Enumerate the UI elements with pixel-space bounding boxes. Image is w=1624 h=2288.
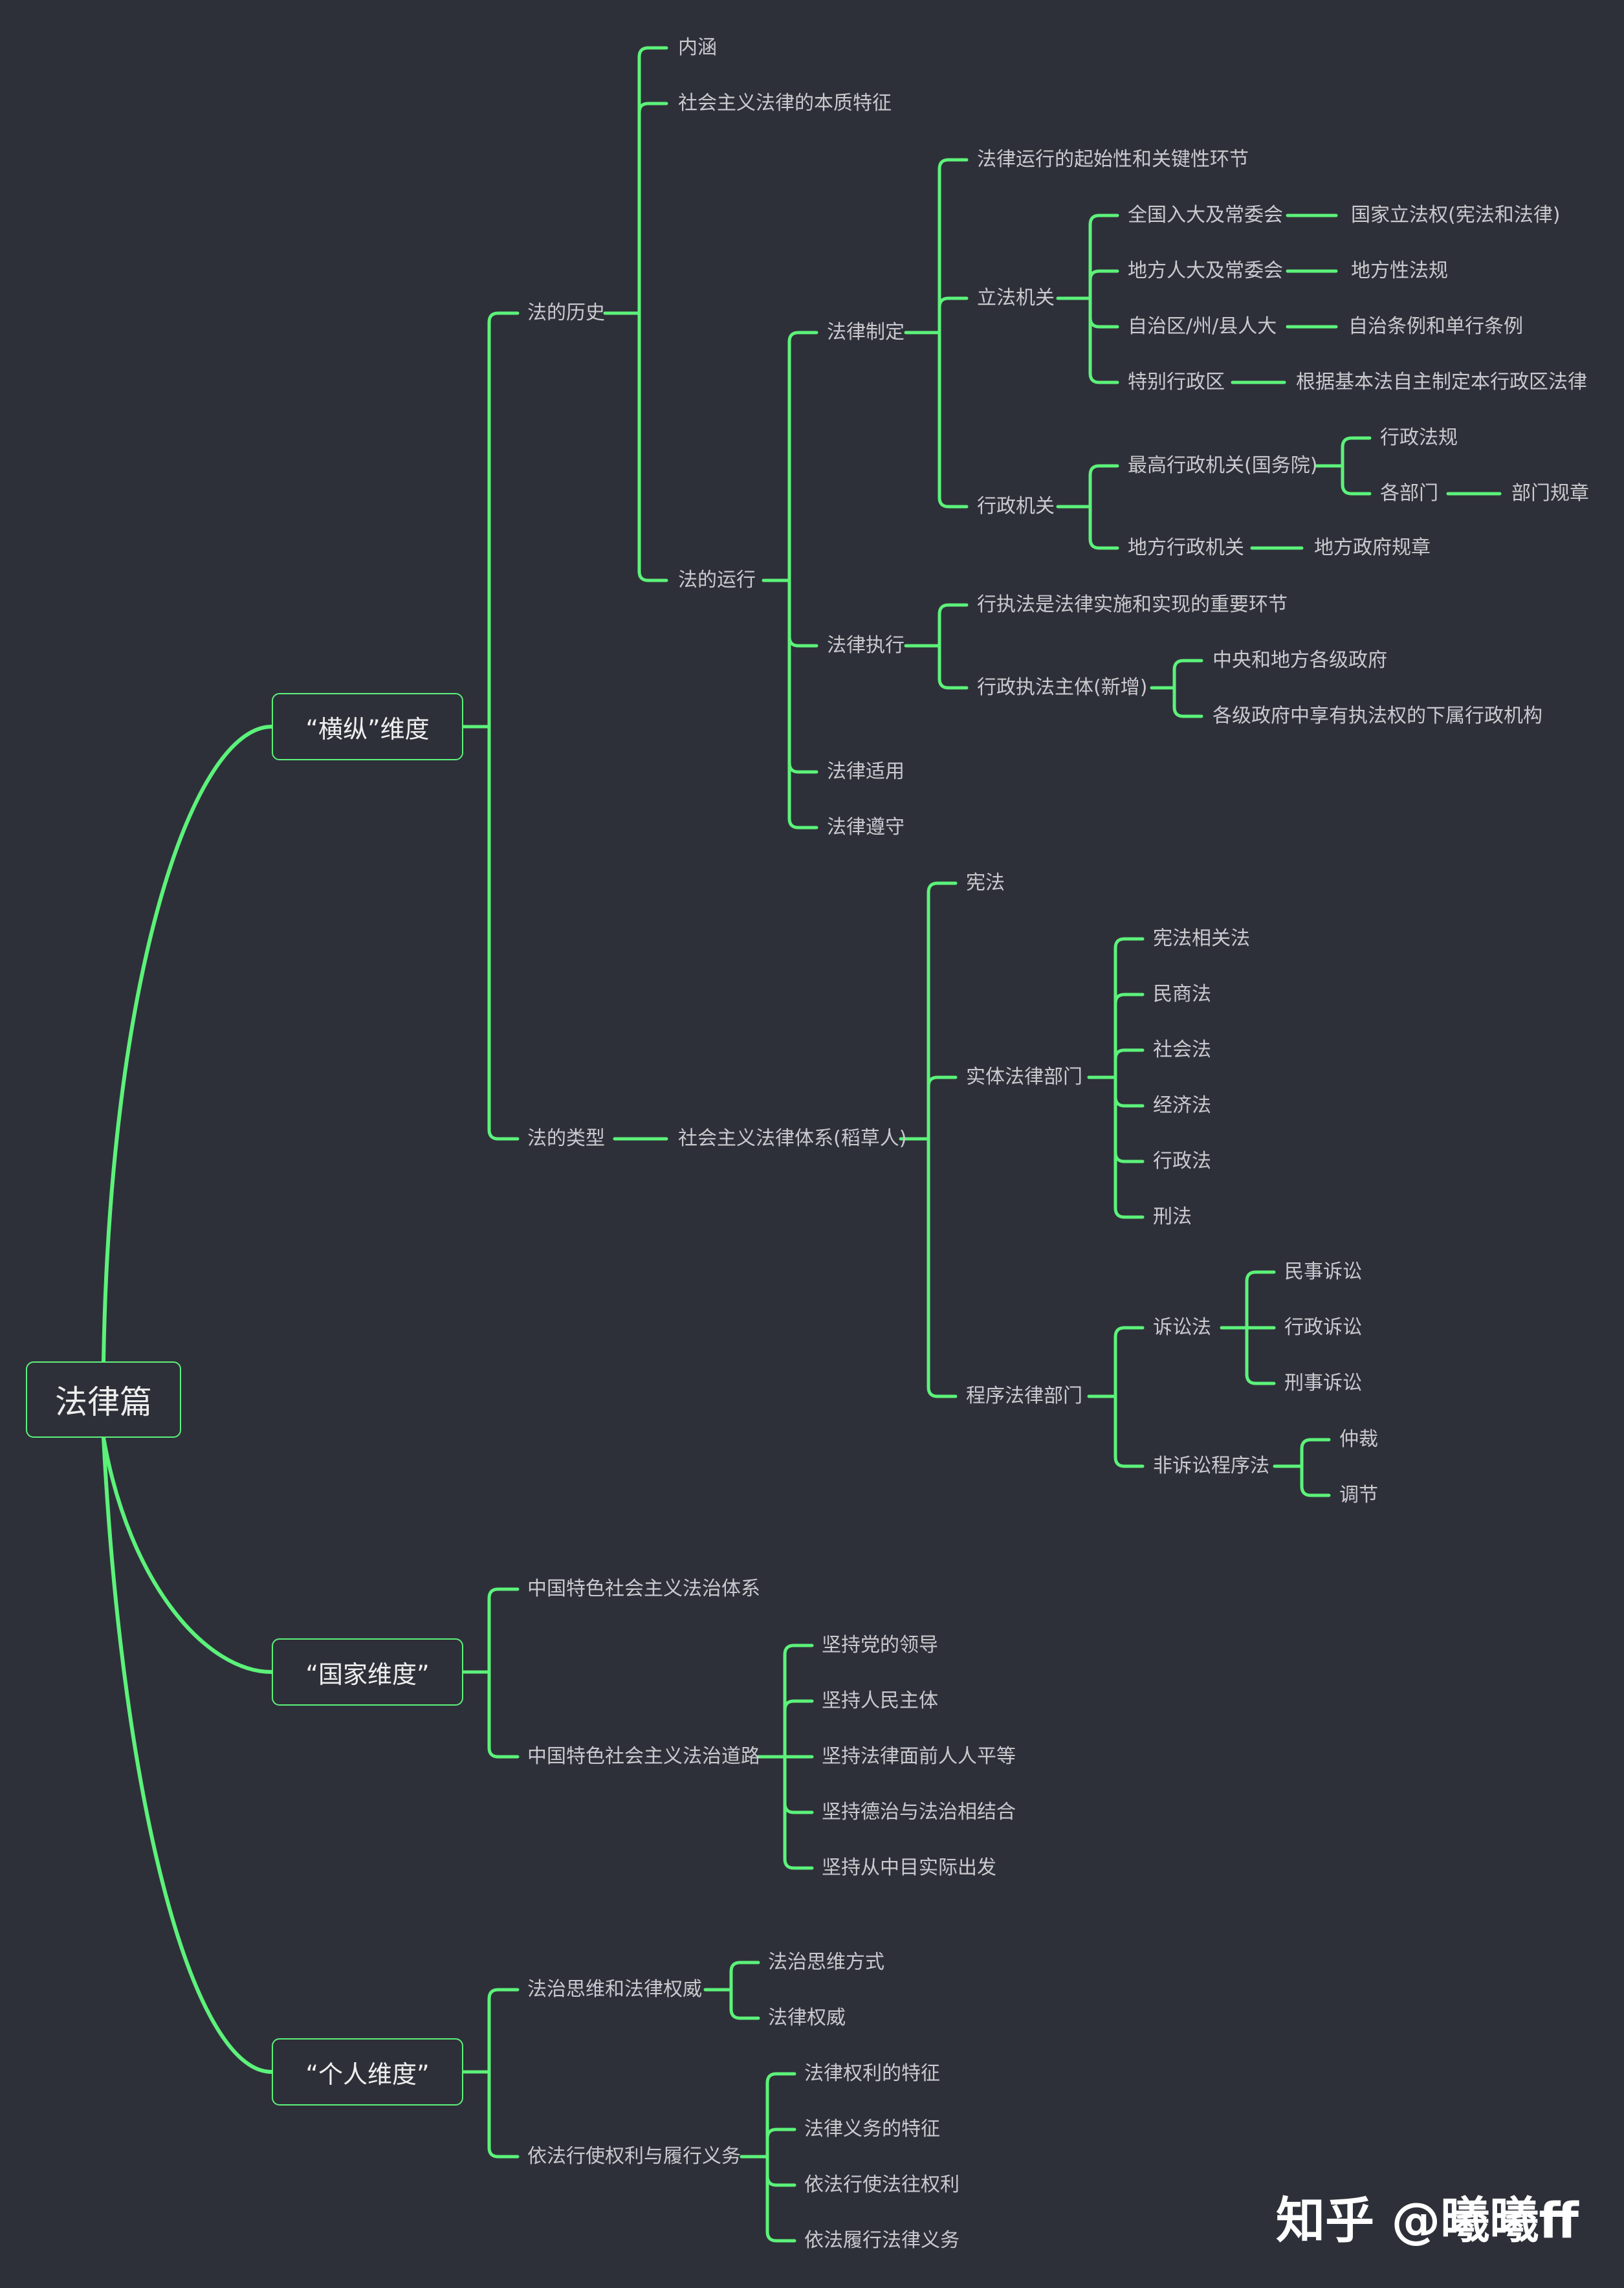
- node-departments: 各部门: [1380, 482, 1438, 505]
- node-autonomous-congress: 自治区/州/县人大: [1128, 315, 1277, 338]
- node-local-congress: 地方人大及常委会: [1128, 259, 1283, 282]
- node-law-compliance: 法律遵守: [827, 816, 905, 839]
- node-non-litigation-item: 调节: [1339, 1484, 1378, 1506]
- node-subordinate-agencies: 各级政府中享有执法权的下属行政机构: [1213, 705, 1542, 727]
- node-thinking-item: 法治思维方式: [768, 1951, 884, 1974]
- node-rights-item: 依法行使法往权利: [804, 2173, 960, 2196]
- node-legislation: 法律制定: [827, 321, 905, 344]
- node-legislation-start: 法律运行的起始性和关键性环节: [977, 148, 1249, 171]
- branch-dimension-national: “国家维度”: [272, 1638, 463, 1706]
- node-constitution: 宪法: [966, 872, 1005, 894]
- node-path-item: 坚持人民主体: [822, 1689, 938, 1712]
- node-essential-features: 社会主义法律的本质特征: [678, 92, 892, 115]
- node-legal-system: 社会主义法律体系(稻草人): [678, 1127, 907, 1150]
- node-rights-duties: 依法行使权利与履行义务: [527, 2145, 741, 2168]
- node-substantive-item: 行政法: [1153, 1150, 1211, 1172]
- node-substantive-law: 实体法律部门: [966, 1066, 1082, 1088]
- node-litigation-item: 刑事诉讼: [1284, 1372, 1362, 1394]
- root-node: 法律篇: [26, 1361, 181, 1438]
- node-thinking-item: 法律权威: [768, 2007, 846, 2029]
- node-substantive-item: 社会法: [1153, 1039, 1211, 1061]
- node-administrative-organs: 行政机关: [977, 495, 1055, 518]
- node-department-rules: 部门规章: [1511, 482, 1589, 505]
- node-substantive-item: 刑法: [1153, 1205, 1192, 1228]
- branch-dimension-personal: “个人维度”: [272, 2038, 463, 2106]
- watermark: 知乎 @曦曦ff: [1275, 2192, 1579, 2249]
- node-non-litigation-item: 仲裁: [1339, 1428, 1378, 1451]
- node-substantive-item: 经济法: [1153, 1094, 1211, 1117]
- node-local-government-rules: 地方政府规章: [1314, 536, 1431, 559]
- node-litigation-item: 民事诉讼: [1284, 1260, 1362, 1283]
- node-law-operation: 法的运行: [678, 569, 756, 591]
- node-state-council: 最高行政机关(国务院): [1128, 454, 1318, 477]
- node-local-administrative-organs: 地方行政机关: [1128, 536, 1244, 559]
- node-rule-of-law-system: 中国特色社会主义法治体系: [527, 1578, 760, 1600]
- node-rule-of-law-path: 中国特色社会主义法治道路: [527, 1745, 760, 1768]
- node-legal-thinking: 法治思维和法律权威: [527, 1978, 702, 2001]
- node-law-history: 法的历史: [527, 302, 605, 324]
- node-procedural-law: 程序法律部门: [966, 1385, 1082, 1407]
- node-special-region: 特别行政区: [1128, 371, 1225, 393]
- node-central-local-governments: 中央和地方各级政府: [1213, 649, 1387, 672]
- node-rights-item: 法律义务的特征: [804, 2118, 940, 2140]
- node-rights-item: 依法履行法律义务: [804, 2229, 960, 2252]
- node-local-regulations: 地方性法规: [1351, 259, 1448, 282]
- node-path-item: 坚持党的领导: [822, 1634, 938, 1656]
- node-legislative-organs: 立法机关: [977, 287, 1055, 309]
- node-enforcement-subjects: 行政执法主体(新增): [977, 676, 1148, 699]
- node-law-enforcement: 法律执行: [827, 634, 905, 657]
- node-enforcement-importance: 行执法是法律实施和实现的重要环节: [977, 593, 1288, 616]
- node-path-item: 坚持法律面前人人平等: [822, 1745, 1016, 1768]
- node-path-item: 坚持德治与法治相结合: [822, 1801, 1016, 1823]
- node-substantive-item: 宪法相关法: [1153, 927, 1250, 950]
- node-substantive-item: 民商法: [1153, 983, 1211, 1006]
- node-autonomous-regulations: 自治条例和单行条例: [1348, 315, 1523, 338]
- node-path-item: 坚持从中目实际出发: [822, 1856, 996, 1879]
- node-national-congress: 全国入大及常委会: [1128, 204, 1283, 226]
- node-non-litigation-law: 非诉讼程序法: [1153, 1455, 1269, 1477]
- node-national-legislative-power: 国家立法权(宪法和法律): [1351, 204, 1561, 226]
- node-law-application: 法律适用: [827, 760, 905, 783]
- node-special-region-law: 根据基本法自主制定本行政区法律: [1296, 371, 1587, 393]
- node-rights-item: 法律权利的特征: [804, 2062, 940, 2085]
- node-litigation-item: 行政诉讼: [1284, 1316, 1362, 1339]
- branch-dimension-horizontal-vertical: “横纵”维度: [272, 693, 463, 760]
- node-administrative-regulations: 行政法规: [1380, 426, 1458, 449]
- node-connotation: 内涵: [678, 36, 717, 59]
- node-litigation-law: 诉讼法: [1153, 1316, 1211, 1339]
- node-law-types: 法的类型: [527, 1127, 605, 1150]
